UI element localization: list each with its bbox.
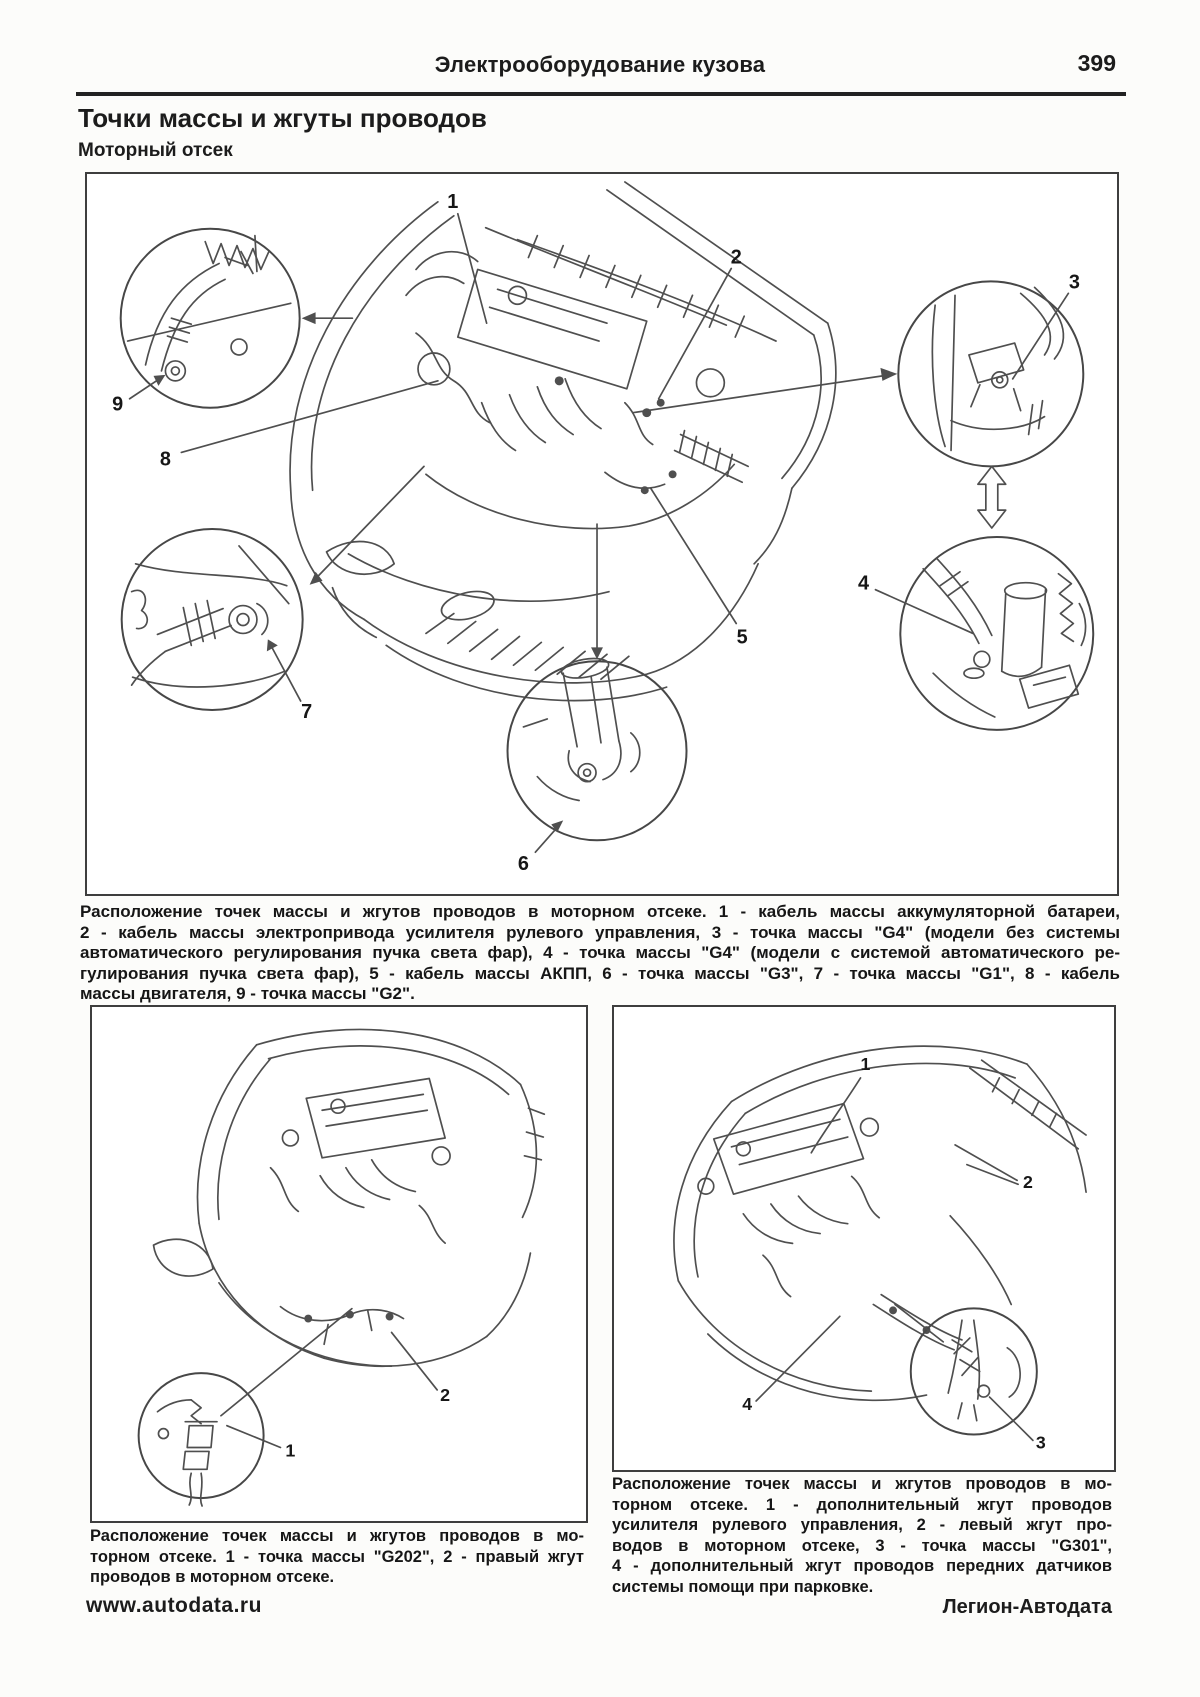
caption-line: системы помощи при парковке. xyxy=(612,1577,874,1596)
callout-numbers-main: 1 2 3 4 5 6 7 8 9 xyxy=(112,191,1080,875)
callout-label: 2 xyxy=(440,1385,450,1405)
callout-numbers-right-figure: 1 2 3 4 xyxy=(742,1054,1046,1452)
leader-lines xyxy=(220,1307,439,1449)
callout-label: 2 xyxy=(731,247,742,269)
header-rule xyxy=(76,92,1126,96)
callout-label: 3 xyxy=(1036,1432,1046,1452)
callout-label: 9 xyxy=(112,394,123,416)
engine-detail xyxy=(269,1077,451,1346)
footer-website: www.autodata.ru xyxy=(86,1594,262,1617)
callout-circle-ground-g4-with-alh xyxy=(899,535,1095,731)
callout-label: 7 xyxy=(301,701,312,723)
callout-label: 6 xyxy=(518,853,529,875)
callout-circle-ground-g202 xyxy=(137,1372,265,1507)
figure-caption-bottom-right: Расположение точек массы и жгутов провод… xyxy=(612,1474,1112,1597)
engine-bay-drawing-left: 1 2 xyxy=(137,1028,546,1507)
figure-engine-bay-left-harness: 1 2 3 4 xyxy=(612,1005,1116,1472)
caption-line: гулирования пучка света фар), 5 - кабель… xyxy=(80,963,1120,983)
figure-caption-bottom-left: Расположение точек массы и жгутов провод… xyxy=(90,1526,584,1588)
car-body-outline xyxy=(289,181,837,702)
car-body-outline xyxy=(152,1028,546,1368)
caption-line: усилителя рулевого управления, 2 - левый… xyxy=(612,1516,1112,1534)
callout-label: 1 xyxy=(447,191,458,213)
callout-circle-ground-g2 xyxy=(119,227,301,409)
callout-numbers-left-figure: 1 2 xyxy=(285,1385,450,1461)
engine-bay-drawing-right: 1 2 3 4 xyxy=(673,1045,1087,1452)
caption-line: водов в моторном отсеке, 3 - точка массы… xyxy=(612,1536,1112,1555)
footer-publisher: Легион-Автодата xyxy=(942,1596,1112,1618)
figure-engine-bay-right-harness: 1 2 xyxy=(90,1005,588,1523)
callout-label: 5 xyxy=(737,626,748,648)
caption-line: торном отсеке. 1 - дополнительный жгут п… xyxy=(612,1495,1112,1514)
callout-label: 8 xyxy=(160,448,171,470)
page-subtitle: Моторный отсек xyxy=(78,140,233,161)
caption-line: 4 - дополнительный жгут проводов передни… xyxy=(612,1557,1112,1575)
callout-label: 2 xyxy=(1023,1172,1033,1192)
figure-engine-bay-main: 1 2 3 4 5 6 7 8 9 xyxy=(85,172,1119,896)
caption-line: Расположение точек массы и жгутов провод… xyxy=(90,1527,584,1545)
callout-label: 1 xyxy=(285,1440,295,1460)
caption-line: автоматического регулирования пучка свет… xyxy=(80,943,1120,962)
engine-detail xyxy=(697,1102,963,1351)
caption-line: торном отсеке. 1 - точка массы "G202", 2… xyxy=(90,1547,584,1566)
callout-label: 4 xyxy=(858,573,869,595)
leader-lines xyxy=(755,1077,1034,1442)
caption-line: Расположение точек массы и жгутов провод… xyxy=(80,902,1120,921)
callout-circle-ground-g3 xyxy=(506,657,688,842)
callout-circle-ground-g1 xyxy=(120,528,304,711)
page-title: Точки массы и жгуты проводов xyxy=(78,103,487,133)
caption-line: Расположение точек массы и жгутов провод… xyxy=(612,1475,1112,1493)
engine-bay-drawing-main: 1 2 3 4 5 6 7 8 9 xyxy=(112,181,1095,875)
figure-caption-main: Расположение точек массы и жгутов провод… xyxy=(80,902,1120,1005)
double-arrow-icon xyxy=(977,465,1007,529)
car-body-outline xyxy=(673,1045,1087,1402)
page-number: 399 xyxy=(1077,50,1116,76)
header-section-title: Электрооборудование кузова xyxy=(434,52,766,77)
leader-lines xyxy=(128,212,1070,854)
callout-label: 3 xyxy=(1069,271,1080,293)
callout-label: 1 xyxy=(861,1054,871,1074)
engine-detail xyxy=(405,250,750,530)
callout-label: 4 xyxy=(742,1394,752,1414)
callout-circle-ground-g4-without-alh xyxy=(897,280,1085,468)
caption-line: проводов в моторном отсеке. xyxy=(90,1568,335,1586)
caption-line: 2 - кабель массы электропривода усилител… xyxy=(80,922,1120,942)
caption-line: массы двигателя, 9 - точка массы "G2". xyxy=(80,984,415,1003)
callout-circle-ground-g301 xyxy=(909,1307,1038,1436)
